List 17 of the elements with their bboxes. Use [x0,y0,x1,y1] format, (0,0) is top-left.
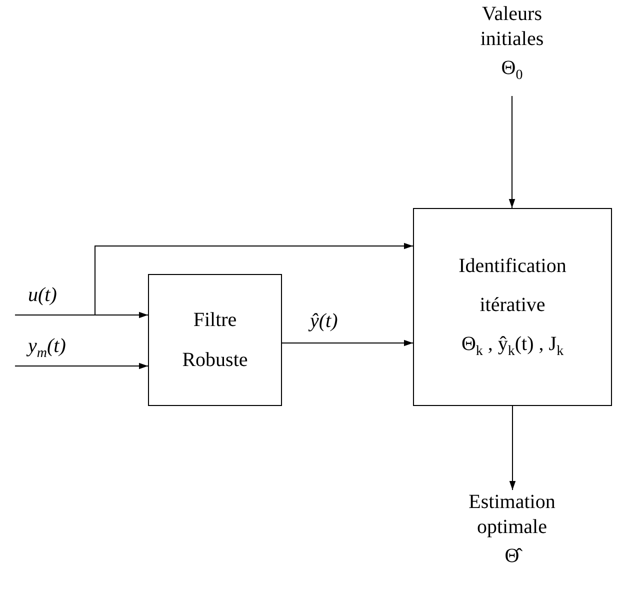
arrow [509,406,516,490]
node-text: Valeurs initiales [479,2,545,52]
edge-label: y$_{m}$(t) [28,335,66,362]
edge-label: u(t) [28,284,57,307]
node-text: Θ$_{0}$ [501,56,523,84]
arrow [282,340,414,346]
node-text: Estimation optimale [468,490,556,540]
arrow [14,362,148,370]
arrow [508,96,516,208]
process-box [413,208,612,406]
edge-label: ŷ(t) [310,310,338,333]
node-text: Filtre Robuste [181,308,249,373]
process-box [148,274,282,406]
node-text: Θ$_{k}$ , ŷ$_{k}$(t) , J$_{k}$ [461,332,564,360]
arrow [14,312,148,318]
node-text: itérative [480,292,546,318]
node-text: Identification [458,254,566,279]
